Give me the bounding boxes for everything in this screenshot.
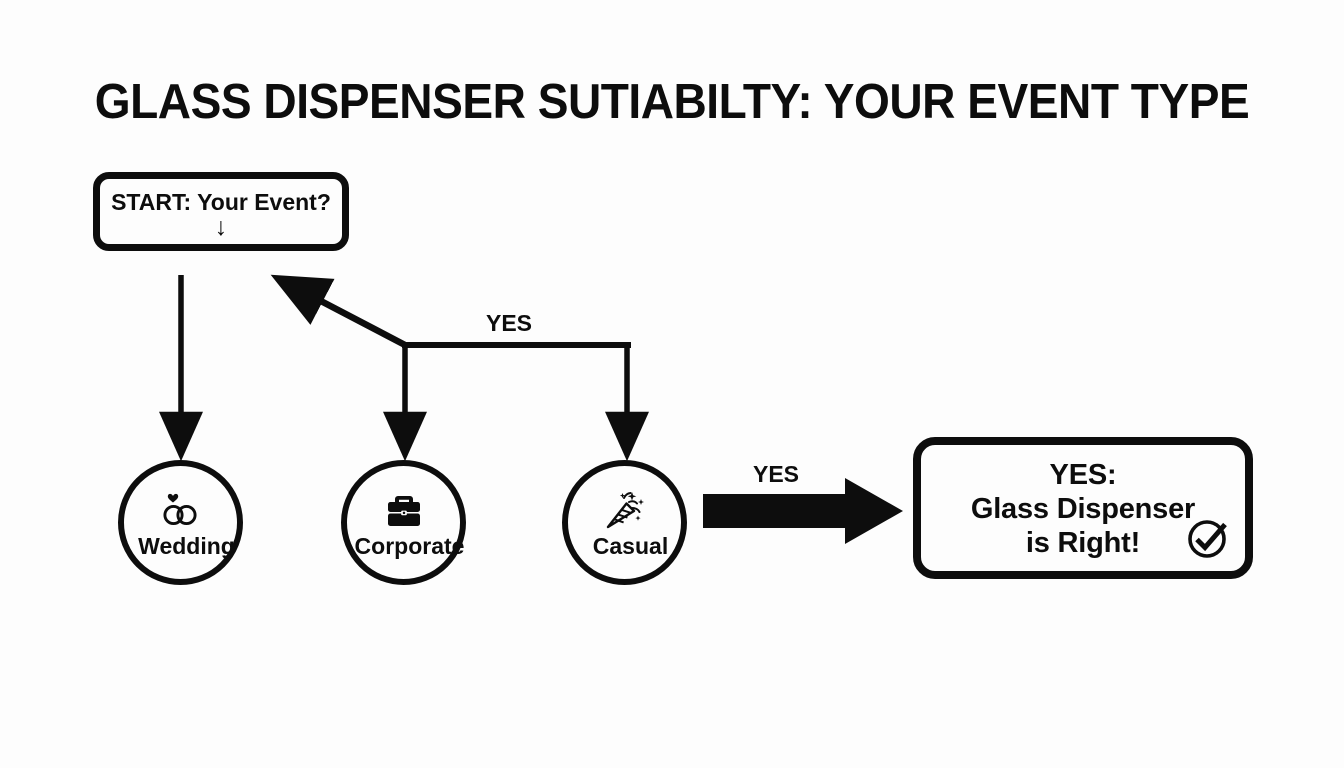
edge-label-branch-yes: YES xyxy=(486,310,533,336)
edge-casual-to-result-thick-arrow xyxy=(703,478,903,544)
wedding-rings-icon xyxy=(158,490,204,530)
branch-node-casual[interactable]: Casual xyxy=(562,460,687,585)
result-node[interactable]: YES: Glass Dispenser is Right! xyxy=(913,437,1253,579)
start-node-label: START: Your Event? xyxy=(111,189,331,215)
branch-node-wedding[interactable]: Wedding xyxy=(118,460,243,585)
edge-branch-to-start-diagonal xyxy=(270,274,407,348)
result-line-3: is Right! xyxy=(1025,526,1141,559)
branch-node-casual-label: Casual xyxy=(592,533,669,559)
branch-node-corporate-label: Corporate xyxy=(354,533,465,559)
page-title: GLASS DISPENSER SUTIABILTY: YOUR EVENT T… xyxy=(94,75,1250,129)
branch-node-corporate[interactable]: Corporate xyxy=(341,460,466,585)
party-popper-icon xyxy=(602,490,648,530)
check-circle-icon xyxy=(1185,515,1231,561)
result-line-2: Glass Dispenser xyxy=(970,492,1196,525)
arrow-down-icon: ↓ xyxy=(214,213,228,241)
briefcase-icon xyxy=(381,490,427,530)
branch-node-wedding-label: Wedding xyxy=(138,533,235,559)
start-node[interactable]: START: Your Event? ↓ xyxy=(93,172,349,251)
result-line-1: YES: xyxy=(1049,459,1117,491)
edge-label-result-yes: YES xyxy=(753,461,800,487)
result-node-text: YES: Glass Dispenser is Right! xyxy=(921,459,1245,561)
